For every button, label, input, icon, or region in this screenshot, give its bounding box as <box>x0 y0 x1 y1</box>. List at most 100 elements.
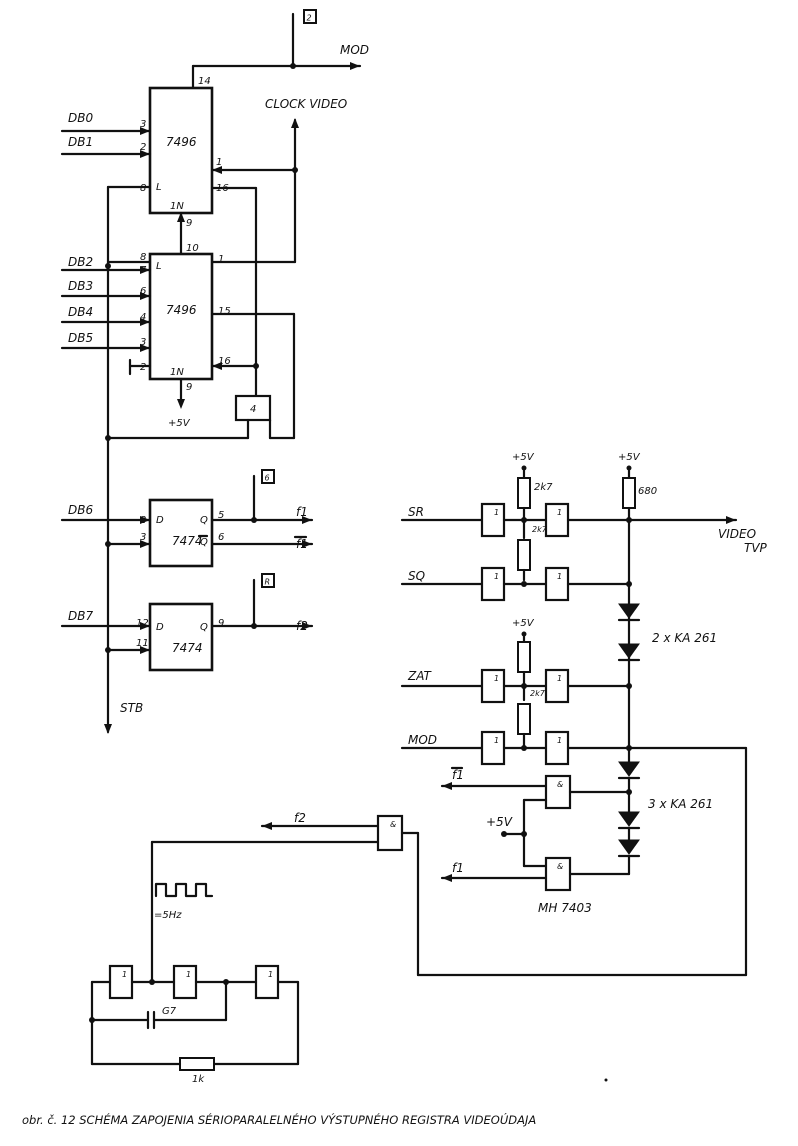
oscillator: =5Hz 1 1 1 1k G7 <box>89 882 300 1085</box>
svg-text:1: 1 <box>557 736 562 745</box>
svg-text:1k: 1k <box>192 1074 205 1085</box>
svg-text:1: 1 <box>494 674 499 683</box>
gate-g5 <box>480 668 506 704</box>
svg-text:1: 1 <box>186 970 191 979</box>
svg-text:L: L <box>156 261 162 272</box>
f2-input-label: f2 <box>294 811 306 825</box>
db3-label: DB3 <box>68 279 93 293</box>
sq-label: SQ <box>408 569 425 583</box>
inverter-gate <box>234 394 272 422</box>
diode-1 <box>618 603 640 619</box>
svg-text:2: 2 <box>140 142 146 153</box>
svg-text:2k7: 2k7 <box>534 482 553 493</box>
svg-text:1N: 1N <box>170 367 184 378</box>
f1-bar-input-label: f1 <box>452 768 464 782</box>
svg-text:D: D <box>156 622 164 633</box>
svg-text:2: 2 <box>140 362 146 373</box>
svg-text:1: 1 <box>494 508 499 517</box>
nand-g11 <box>376 814 404 852</box>
svg-text:1: 1 <box>557 674 562 683</box>
stb-label: STB <box>120 701 143 715</box>
u2-data-inputs: DB2 DB3 DB4 DB5 +5V <box>60 255 191 429</box>
svg-text:R: R <box>265 578 271 587</box>
mod-input-label: MOD <box>408 733 437 747</box>
mod-output-label: MOD <box>340 43 369 57</box>
svg-text:680: 680 <box>638 486 657 497</box>
u2-body <box>148 252 214 381</box>
f1-input-label: f1 <box>452 861 464 875</box>
svg-text:1: 1 <box>557 572 562 581</box>
svg-text:+5V: +5V <box>512 618 535 629</box>
db6-label: DB6 <box>68 503 93 517</box>
sr-label: SR <box>408 505 424 519</box>
svg-text:4: 4 <box>250 404 256 415</box>
svg-text:L: L <box>156 182 162 193</box>
svg-text:9: 9 <box>218 618 224 629</box>
svg-text:1: 1 <box>218 254 224 265</box>
svg-text:16: 16 <box>218 356 231 367</box>
svg-text:6: 6 <box>218 532 224 543</box>
box-b <box>261 469 275 484</box>
diodes-2-label: 2 x KA 261 <box>652 631 717 645</box>
diode-3 <box>618 761 640 777</box>
nand-g9 <box>544 774 572 810</box>
svg-text:8: 8 <box>140 183 146 194</box>
resistor-joint2 <box>517 703 531 735</box>
db7-label: DB7 <box>68 609 93 623</box>
osc-gate-2 <box>172 964 198 1000</box>
resistor-680 <box>622 477 636 509</box>
stb-bus: STB <box>104 185 143 734</box>
f1-bar-label: f1 <box>296 537 308 551</box>
video-label: VIDEO <box>718 527 756 541</box>
shift-register-u1: 7496 14 3 2 8 L 1 16 1N 9 <box>140 76 229 229</box>
flip-flop-u4: 7474 D Q 12 11 9 DB7 R f2 <box>60 573 314 672</box>
clock-video-net: CLOCK VIDEO <box>210 97 347 264</box>
gate-g3 <box>480 566 506 602</box>
vcc-mod-net: 2 MOD <box>191 9 369 90</box>
svg-text:Q: Q <box>200 515 208 526</box>
diode-2 <box>618 643 640 659</box>
osc-gate-1 <box>108 964 134 1000</box>
gate-g7 <box>480 730 506 766</box>
svg-text:1: 1 <box>216 157 222 168</box>
svg-text:3: 3 <box>140 337 146 348</box>
video-output-section: +5V 2k7 +5V 680 SR 1 1 VIDEO TVP 2k7 SQ <box>150 452 768 984</box>
diode-4 <box>618 811 640 827</box>
svg-text:+5V: +5V <box>618 452 641 463</box>
diode-5 <box>618 839 640 855</box>
u4-body <box>148 602 214 672</box>
resistor-joint1 <box>517 539 531 571</box>
svg-text:+5V: +5V <box>512 452 535 463</box>
u2-name: 7496 <box>166 303 197 317</box>
clock-video-label: CLOCK VIDEO <box>265 97 347 111</box>
svg-text:&: & <box>557 862 563 871</box>
u3-name: 7474 <box>172 534 203 548</box>
svg-text:&: & <box>557 780 563 789</box>
osc-gate-3 <box>254 964 280 1000</box>
svg-text:6: 6 <box>140 286 146 297</box>
svg-text:2k7: 2k7 <box>532 525 548 534</box>
f2-label: f2 <box>296 619 308 633</box>
svg-text:=5Hz: =5Hz <box>154 910 182 921</box>
mh7403-label: MH 7403 <box>538 901 592 915</box>
diodes-3-label: 3 x KA 261 <box>648 797 713 811</box>
svg-text:1: 1 <box>557 508 562 517</box>
db5-label: DB5 <box>68 331 93 345</box>
resistor-r1 <box>517 477 531 509</box>
svg-text:14: 14 <box>198 76 211 87</box>
svg-text:4: 4 <box>140 312 146 323</box>
plus5v-nand-label: +5V <box>486 815 513 829</box>
gate-g1 <box>480 502 506 538</box>
svg-text:15: 15 <box>218 306 231 317</box>
svg-text:5: 5 <box>218 510 224 521</box>
svg-text:10: 10 <box>186 243 199 254</box>
u1-name: 7496 <box>166 135 197 149</box>
svg-text:1: 1 <box>494 736 499 745</box>
svg-text:11: 11 <box>136 638 149 649</box>
u4-name: 7474 <box>172 641 203 655</box>
u1-data-inputs: DB0 DB1 <box>60 111 152 269</box>
svg-text:6: 6 <box>265 474 270 483</box>
svg-text:1N: 1N <box>170 201 184 212</box>
shift-register-u2: 7496 10 8 L 7 6 4 3 2 1 15 16 1N 9 <box>140 243 231 393</box>
